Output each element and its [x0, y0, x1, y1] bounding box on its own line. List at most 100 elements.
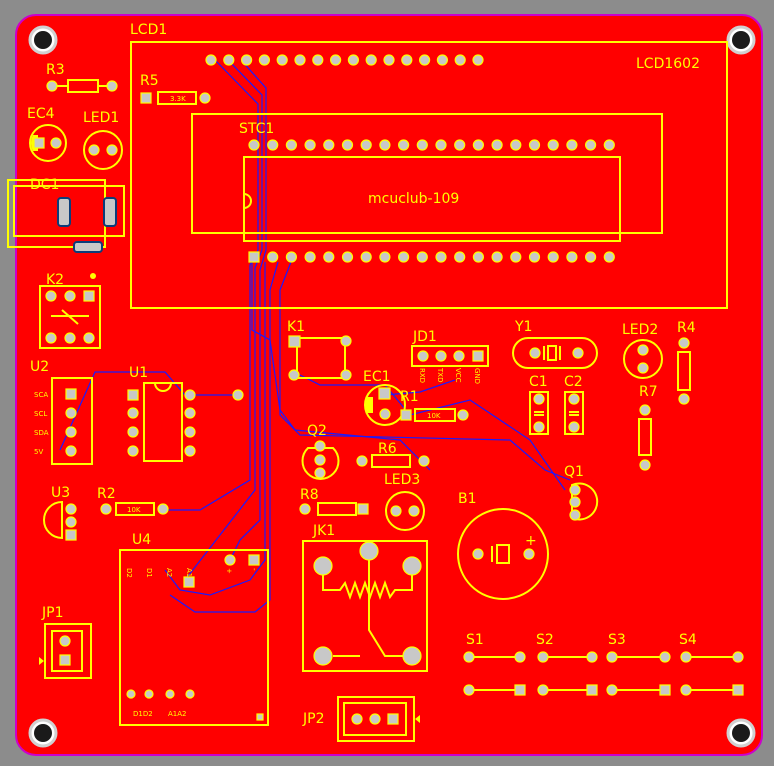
r2-value: 10K: [127, 506, 141, 514]
stc1-pin: [566, 139, 578, 151]
u2-label: U2: [30, 359, 49, 375]
u4-pin-plus: +: [225, 568, 233, 574]
ec4-label: EC4: [27, 106, 55, 122]
lcd-pin: [454, 54, 466, 66]
switch-pin: [680, 684, 692, 696]
stc1-pin: [472, 251, 484, 263]
q2-label: Q2: [307, 423, 327, 439]
jd1-pin-txd: TXD: [436, 367, 444, 382]
switch-pin: [732, 651, 744, 663]
r3-label: R3: [46, 62, 65, 78]
lcd-pin: [401, 54, 413, 66]
k1-label: K1: [287, 319, 305, 335]
r7-label: R7: [639, 384, 658, 400]
stc1-pin: [547, 139, 559, 151]
jd1-pin-vcc: VCC: [454, 368, 462, 383]
s3-label: S3: [608, 632, 626, 648]
stc1-pin: [584, 251, 597, 263]
switch-pin: [514, 684, 526, 696]
r1-value: 10K: [427, 412, 441, 420]
lcd-pin: [205, 54, 217, 66]
switch-pin: [680, 651, 692, 663]
lcd-pin: [241, 54, 253, 66]
switch-pin: [463, 651, 475, 663]
lcd-pin: [258, 54, 270, 66]
stc1-pin: [454, 251, 466, 263]
lcd-pin: [276, 54, 288, 66]
s1-label: S1: [466, 632, 484, 648]
stc1-pin: [379, 139, 391, 151]
y1-label: Y1: [514, 319, 532, 335]
u4-pin-d2: D2: [125, 568, 133, 578]
led3-label: LED3: [384, 472, 420, 488]
stc1-pin: [528, 139, 541, 151]
u3-label: U3: [51, 485, 70, 501]
u2-pin-5v: 5V: [34, 448, 43, 456]
stc1-pin: [267, 251, 279, 263]
stc1-pin: [603, 251, 615, 263]
u1-pins: [127, 389, 244, 457]
u1-label: U1: [129, 365, 148, 381]
stc1-pin-1: [248, 251, 260, 263]
lcd-pin: [472, 54, 484, 66]
r8-label: R8: [300, 487, 319, 503]
r6-label: R6: [378, 441, 397, 457]
lcd-pin: [383, 54, 395, 66]
lcd-pin: [419, 54, 431, 66]
led1-label: LED1: [83, 110, 119, 126]
lcd-pin: [330, 54, 342, 66]
u4-pin-a1: A1: [185, 568, 193, 577]
stc1-pin: [491, 251, 503, 263]
jp2-label: JP2: [302, 711, 324, 727]
stc1-pin: [435, 139, 447, 151]
c2-label: C2: [564, 374, 583, 390]
lcd-pin: [223, 54, 235, 66]
stc1-pin: [547, 251, 559, 263]
u2-pins: [65, 388, 77, 457]
stc1-label: STC1: [239, 121, 274, 137]
u4-pin-minus: -: [250, 568, 258, 571]
stc1-pin: [285, 251, 297, 263]
q1-label: Q1: [564, 464, 584, 480]
lcd-pin: [294, 54, 306, 66]
s2-label: S2: [536, 632, 554, 648]
led2-label: LED2: [622, 322, 658, 338]
stc1-pin: [267, 139, 279, 151]
push-switches: [463, 651, 744, 696]
mounting-holes: [28, 25, 756, 748]
u4-pin-d1d2: D1D2: [133, 710, 153, 718]
switch-pin: [732, 684, 744, 696]
stc1-pin: [398, 251, 410, 263]
stc1-pin: [416, 139, 428, 151]
chip-label: mcuclub-109: [368, 191, 459, 207]
stc1-pin: [398, 139, 410, 151]
u2-pin-sda: SDA: [34, 429, 49, 437]
lcd-model-label: LCD1602: [636, 56, 700, 72]
stc1-pin: [379, 251, 391, 263]
u4-pin-d1: D1: [145, 568, 153, 578]
switch-pin: [606, 684, 618, 696]
k2-label: K2: [46, 272, 64, 288]
c1-label: C1: [529, 374, 548, 390]
r1-label: R1: [400, 389, 419, 405]
lcd-window: [191, 113, 663, 234]
switch-pin: [537, 651, 549, 663]
jk1-pins: [313, 541, 422, 666]
stc1-pin: [416, 251, 428, 263]
u4-pin-a2: A2: [165, 568, 173, 577]
stc1-pin: [510, 251, 522, 263]
switch-pin: [514, 651, 526, 663]
jd1-pin-rxd: RXD: [418, 368, 426, 383]
stc1-pin: [341, 139, 354, 151]
switch-pin: [606, 651, 618, 663]
stc1-pin: [323, 251, 335, 263]
b1-label: B1: [458, 491, 477, 507]
lcd-pin: [436, 54, 448, 66]
stc1-pin: [584, 139, 597, 151]
r4-label: R4: [677, 320, 696, 336]
switch-pin: [586, 684, 598, 696]
jd1-pin-gnd: GND: [473, 368, 481, 384]
stc1-pin: [323, 139, 335, 151]
switch-pin: [537, 684, 549, 696]
